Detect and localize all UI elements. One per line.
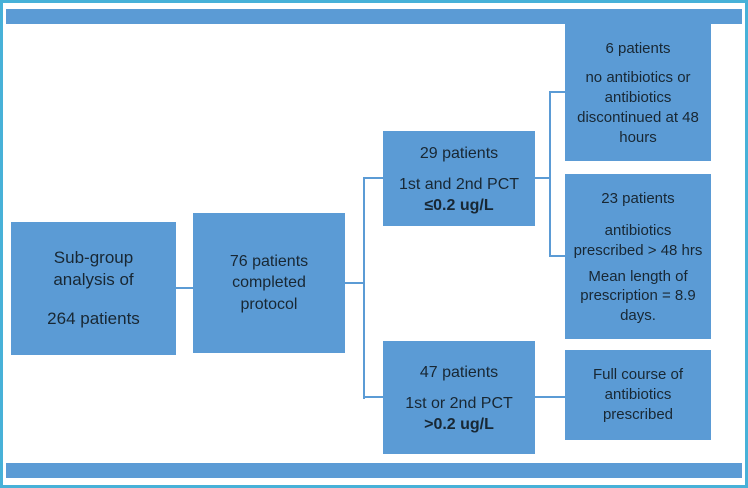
connector-pct-high-full-course (535, 396, 565, 398)
node-full-course: Full course of antibiotics prescribed (565, 350, 711, 440)
connector-branch-pct-low (363, 177, 383, 179)
connector-branch-pct-high (363, 396, 383, 398)
node-label: 1st and 2nd PCT (398, 175, 520, 193)
node-detail: antibiotics prescribed > 48 hrs (573, 221, 703, 259)
connector-branch-no-antibiotics (549, 91, 565, 93)
node-pct-high: 47 patients 1st or 2nd PCT >0.2 ug/L (383, 341, 535, 454)
connector-subgroup-completed (176, 287, 193, 289)
bottom-accent-bar (6, 463, 742, 478)
connector-pct-low-branch (535, 177, 550, 179)
connector-completed-branch (345, 282, 365, 284)
connector-branch-antibiotics-prescribed (549, 255, 565, 257)
node-text: 264 patients (47, 308, 140, 328)
node-threshold: ≤0.2 ug/L (424, 197, 494, 215)
node-text: 76 patients completed protocol (229, 253, 309, 313)
node-count: 23 patients (601, 190, 675, 208)
node-label: 1st or 2nd PCT (405, 394, 513, 412)
node-text: Full course of antibiotics prescribed (592, 366, 684, 423)
node-pct-low: 29 patients 1st and 2nd PCT ≤0.2 ug/L (383, 131, 535, 226)
node-text: Sub-group analysis of (53, 247, 134, 290)
connector-branch-vertical-1 (363, 177, 365, 399)
node-count: 6 patients (605, 39, 671, 57)
node-antibiotics-prescribed: 23 patients antibiotics prescribed > 48 … (565, 174, 711, 339)
node-count: 29 patients (419, 144, 499, 162)
node-extra: Mean length of prescription = 8.9 days. (580, 267, 696, 325)
node-no-antibiotics: 6 patients no antibiotics or antibiotics… (565, 23, 711, 161)
connector-branch-vertical-2 (549, 91, 551, 257)
node-completed-protocol: 76 patients completed protocol (193, 213, 345, 353)
node-count: 47 patients (419, 363, 499, 381)
node-subgroup-analysis: Sub-group analysis of 264 patients (11, 222, 176, 355)
node-threshold: >0.2 ug/L (424, 416, 494, 434)
top-accent-bar (6, 9, 742, 24)
node-detail: no antibiotics or antibiotics discontinu… (577, 69, 699, 146)
